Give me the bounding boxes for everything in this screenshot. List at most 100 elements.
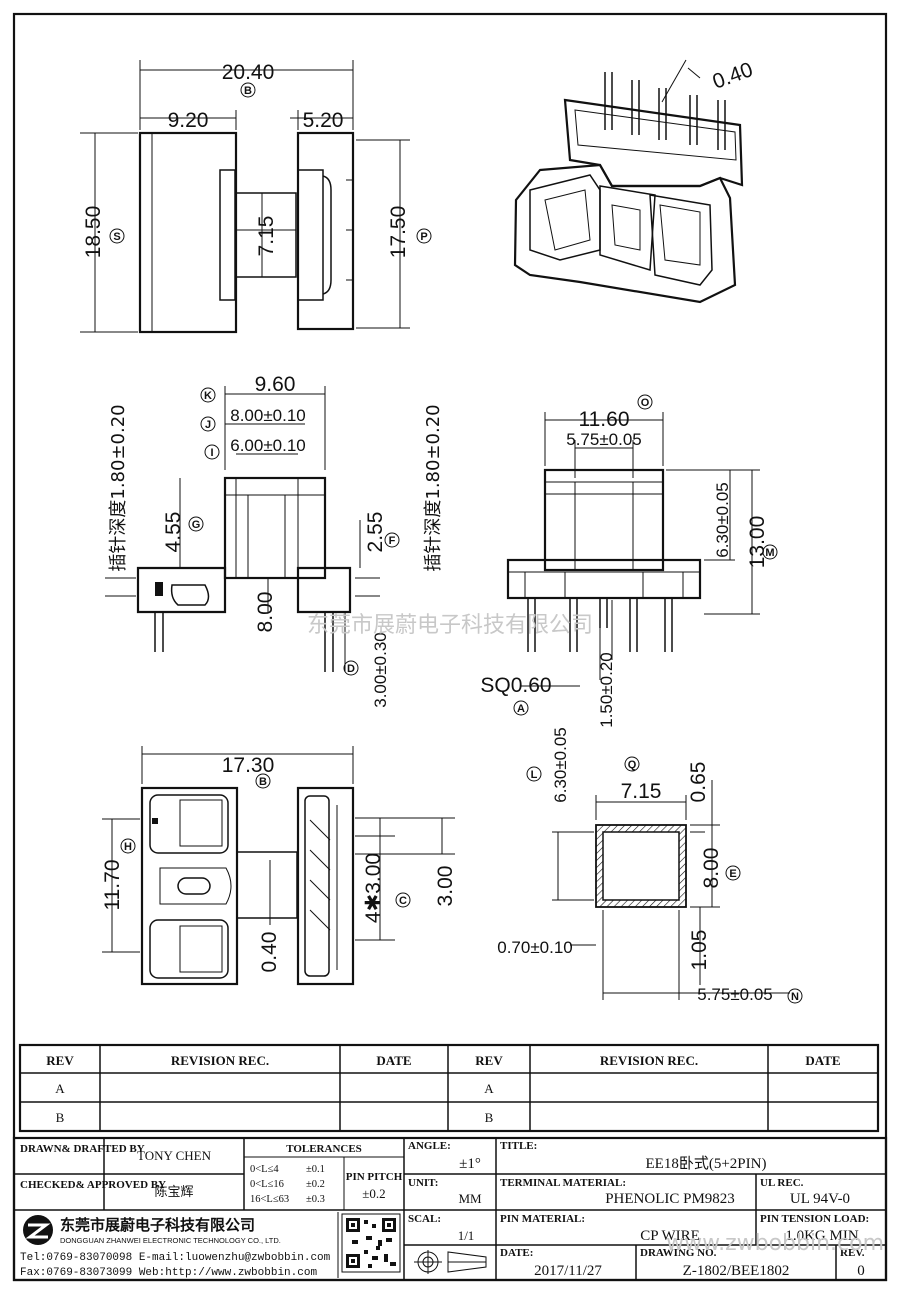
revision-table	[18, 1043, 880, 1133]
tag-s: S	[113, 231, 120, 243]
tag-g: G	[192, 519, 201, 531]
tol-value-2: ±0.2	[306, 1179, 325, 1190]
ul-value: UL 94V-0	[790, 1191, 850, 1207]
dim-d: 3.00±0.30	[371, 632, 390, 708]
dim-front-h2: 13.00	[746, 516, 769, 569]
front-view	[506, 412, 760, 687]
tag-h: H	[124, 841, 132, 853]
angle-value: ±1°	[459, 1156, 481, 1172]
tag-d: D	[347, 663, 355, 675]
rev-row-a-2: A	[484, 1081, 494, 1096]
dim-top-right: 5.20	[303, 109, 344, 132]
company-tel: Tel:0769-83070098 E-mail:luowenzhu@zwbob…	[20, 1252, 331, 1264]
dim-sec-105: 1.05	[688, 930, 711, 971]
rev-header-date: DATE	[376, 1053, 411, 1068]
dim-sq: SQ0.60	[480, 674, 551, 697]
tol-value-1: ±0.1	[306, 1164, 325, 1175]
tag-o: O	[641, 397, 650, 409]
tag-n: N	[791, 991, 799, 1003]
checked-value: 陈宝辉	[154, 1184, 193, 1199]
tag-m: M	[765, 547, 774, 559]
dim-c: 4✱3.00	[362, 853, 385, 923]
scale-label: SCAL:	[408, 1213, 441, 1225]
title-block	[12, 1136, 888, 1282]
dim-l: 6.30±0.05	[551, 727, 570, 803]
pin-material-value: CP WIRE	[640, 1228, 700, 1244]
tag-f: F	[389, 535, 396, 547]
tag-j: J	[205, 419, 211, 431]
tension-value: 1.0KG MIN	[785, 1228, 858, 1244]
dim-i: 6.00±0.10	[230, 436, 306, 455]
dim-bot-300: 3.00	[434, 866, 457, 907]
tag-p: P	[420, 231, 427, 243]
tag-k: K	[204, 390, 212, 402]
date-label: DATE:	[500, 1247, 533, 1259]
date-value: 2017/11/27	[534, 1263, 602, 1279]
tol-value-3: ±0.3	[306, 1194, 325, 1205]
dim-h: 11.70	[101, 860, 124, 911]
unit-label: UNIT:	[408, 1177, 438, 1189]
dim-n: 5.75±0.05	[697, 985, 773, 1004]
dim-sec-070: 0.70±0.10	[497, 938, 573, 957]
pin-pitch-label: PIN PITCH	[346, 1171, 403, 1183]
rev-label: REV.	[840, 1247, 865, 1259]
drawn-label: DRAWN& DRAFTED BY	[20, 1143, 145, 1155]
dim-sec-065: 0.65	[687, 762, 710, 803]
watermark-website: www.zwbobbin.com	[666, 1231, 884, 1256]
tol-range-1: 0<L≤4	[250, 1164, 279, 1175]
tag-b2: B	[259, 776, 267, 788]
tension-label: PIN TENSION LOAD:	[760, 1213, 869, 1225]
rev-row-a: A	[55, 1081, 65, 1096]
company-name-cn: 东莞市展蔚电子科技有限公司	[60, 1216, 255, 1234]
dim-top-left: 9.20	[168, 109, 209, 132]
dim-q: 7.15	[621, 780, 662, 803]
drawing-value: Z-1802/BEE1802	[683, 1263, 790, 1279]
dim-front-h1: 6.30±0.05	[713, 482, 732, 558]
tol-range-3: 16<L≤63	[250, 1194, 289, 1205]
title-value: EE18卧式(5+2PIN)	[646, 1155, 767, 1172]
dim-iso-pin: 0.40	[710, 58, 756, 94]
unit-value: MM	[458, 1191, 482, 1206]
bottom-view	[102, 746, 455, 986]
tag-a: A	[517, 703, 525, 715]
dim-pin-len: 1.50±0.20	[597, 652, 616, 728]
watermark-company: 东莞市展蔚电子科技有限公司	[307, 613, 593, 638]
isometric-view	[513, 59, 744, 304]
tag-b: B	[244, 85, 252, 97]
dim-sec-800: 8.00	[700, 848, 723, 889]
ul-label: UL REC.	[760, 1177, 804, 1189]
dim-front-inner: 5.75±0.05	[566, 430, 642, 449]
dim-bot-040: 0.40	[258, 932, 281, 973]
tag-l: L	[531, 769, 538, 781]
terminal-value: PHENOLIC PM9823	[605, 1191, 735, 1207]
tol-header: TOLERANCES	[286, 1143, 362, 1155]
company-fax: Fax:0769-83073099 Web:http://www.zwbobbi…	[20, 1267, 317, 1279]
title-label: TITLE:	[500, 1140, 537, 1152]
dim-k: 9.60	[255, 373, 296, 396]
rev-header-rec-2: REVISION REC.	[600, 1053, 698, 1068]
rev-header-rev-2: REV	[475, 1053, 503, 1068]
tag-i: I	[210, 447, 213, 459]
section-view	[552, 780, 790, 1000]
rev-header-rec: REVISION REC.	[171, 1053, 269, 1068]
dim-o: 11.60	[579, 408, 630, 431]
dim-g: 4.55	[162, 512, 185, 553]
dim-top-width: 20.40	[222, 61, 275, 84]
tag-c: C	[399, 895, 407, 907]
tag-e: E	[729, 868, 736, 880]
dim-top-height-right: 17.50	[387, 206, 410, 259]
sheet-border	[12, 12, 888, 1282]
dim-pin-depth-left: 插针深度1.80±0.20	[108, 404, 129, 571]
dim-f: 2.55	[364, 512, 387, 553]
tol-range-2: 0<L≤16	[250, 1179, 284, 1190]
dim-top-center: 7.15	[255, 216, 278, 257]
scale-value: 1/1	[458, 1228, 475, 1243]
drawn-value: TONY CHEN	[137, 1148, 212, 1163]
rev-header-date-2: DATE	[805, 1053, 840, 1068]
pin-pitch-value: ±0.2	[362, 1186, 385, 1201]
pin-material-label: PIN MATERIAL:	[500, 1213, 585, 1225]
top-view	[80, 60, 410, 334]
rev-row-b: B	[56, 1110, 65, 1125]
rev-header-rev: REV	[46, 1053, 74, 1068]
